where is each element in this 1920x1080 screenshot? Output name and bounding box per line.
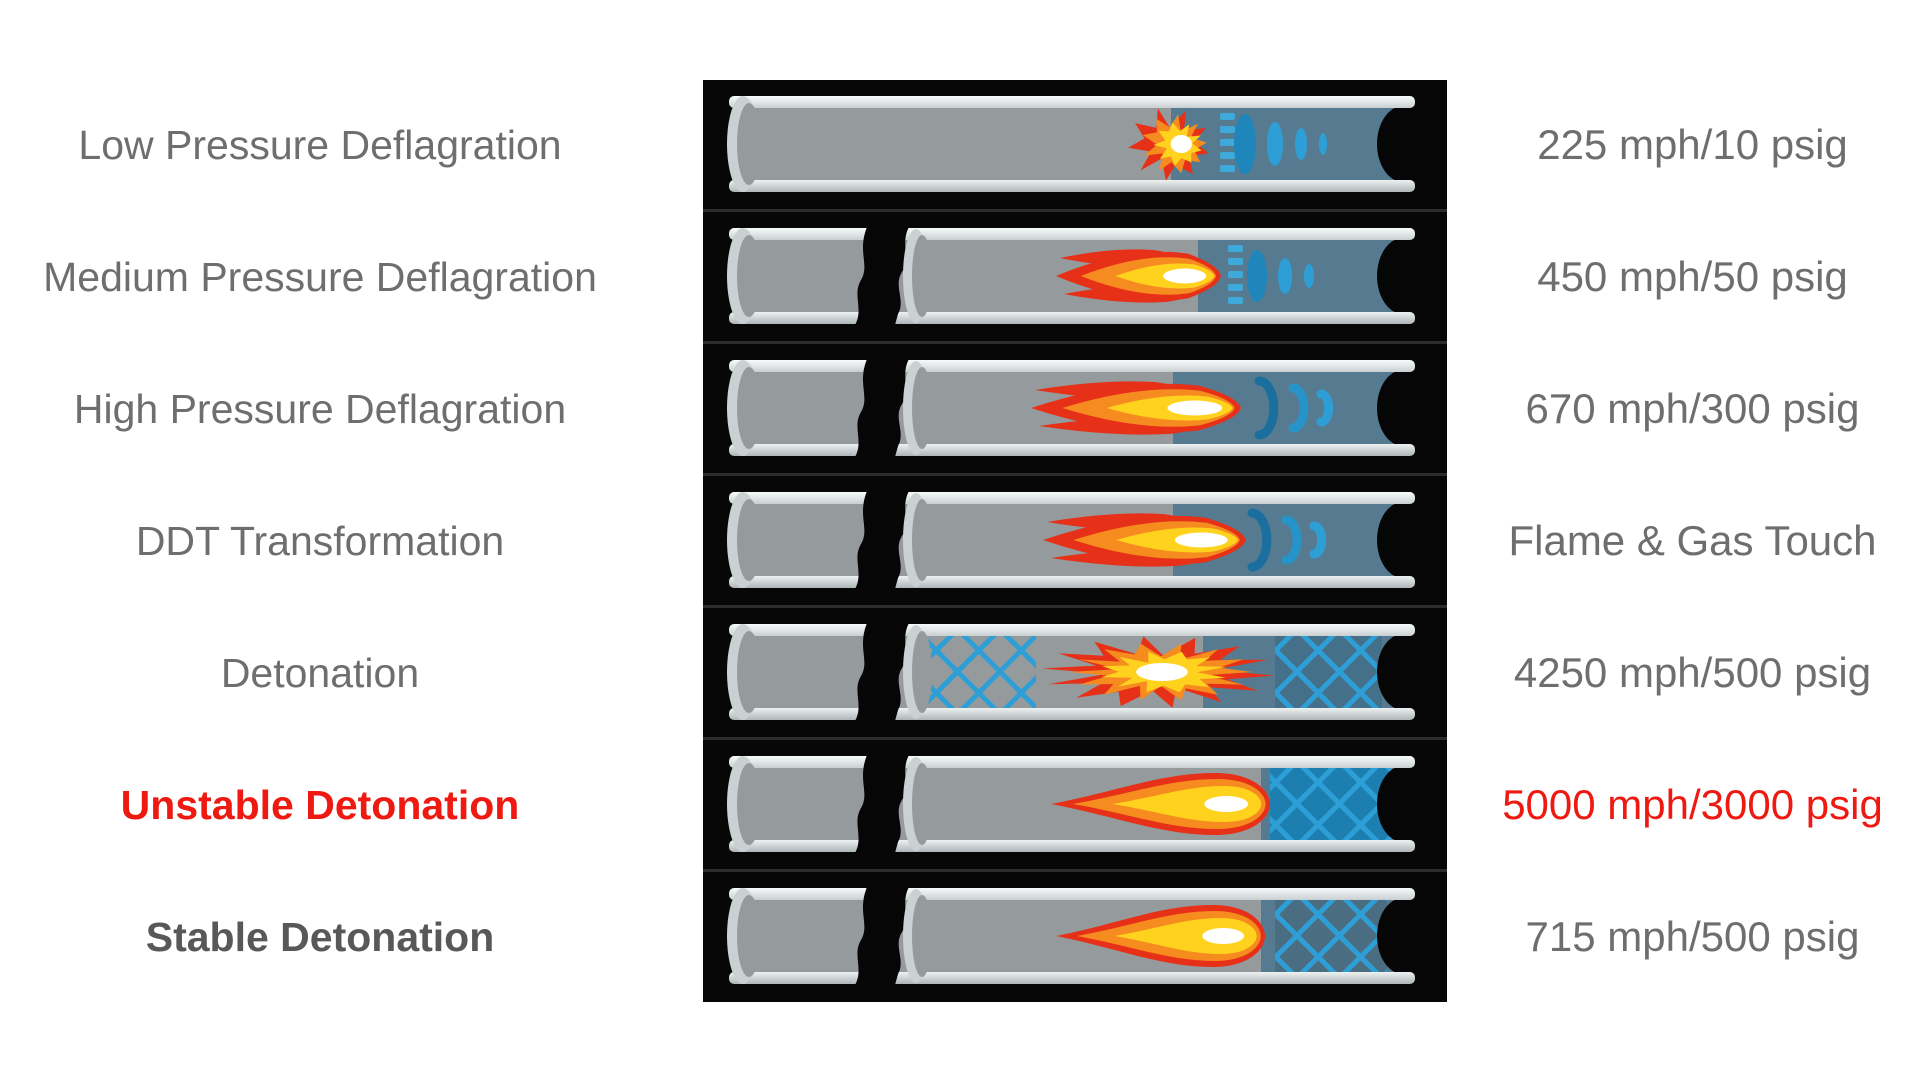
- pipe-top-rim: [729, 756, 1415, 768]
- pressure-front-dashes: [1228, 245, 1243, 304]
- shock-waves: [1254, 376, 1334, 440]
- pipe-end-cap: [727, 96, 761, 192]
- flame-graphic: [1051, 773, 1270, 835]
- pipe-open-end: [1377, 766, 1417, 842]
- pipe-illustration: [727, 623, 1417, 721]
- pipe-top-rim: [729, 888, 1415, 900]
- value-label: 450 mph/50 psig: [1537, 253, 1848, 300]
- stage-label: DDT Transformation: [135, 518, 505, 564]
- pipe-end-cap: [727, 756, 761, 852]
- row-separator: [703, 869, 1447, 872]
- flame-graphic: [1056, 905, 1265, 967]
- flame-graphic: [1031, 381, 1241, 435]
- pipe-open-end: [1377, 898, 1417, 974]
- pipe-illustration: [727, 227, 1417, 325]
- pipe-bottom-rim: [729, 576, 1415, 588]
- pipe-bottom-rim: [729, 840, 1415, 852]
- detonation-cells-pattern: [1275, 900, 1387, 972]
- stage-label: High Pressure Deflagration: [73, 386, 567, 432]
- pipe-end-cap: [727, 492, 761, 588]
- pipe-top-rim: [729, 624, 1415, 636]
- pipe-open-end: [1377, 370, 1417, 446]
- pipe-bottom-rim: [729, 312, 1415, 324]
- stage-label: Stable Detonation: [145, 914, 495, 960]
- value-label: 5000 mph/3000 psig: [1502, 781, 1883, 828]
- pipe-row: [703, 740, 1447, 869]
- pipe-interior-unreacted-gas: [1171, 108, 1403, 180]
- pipe-open-end: [1377, 238, 1417, 314]
- pipe-top-rim: [729, 96, 1415, 108]
- flame-graphic: [1043, 513, 1246, 567]
- value-label: 670 mph/300 psig: [1525, 385, 1860, 432]
- pipe-end-cap: [727, 624, 761, 720]
- flame-graphic: [1056, 249, 1221, 303]
- row-separator: [703, 473, 1447, 476]
- pipe-top-rim: [729, 228, 1415, 240]
- pipe-illustration: [727, 755, 1417, 853]
- value-label: 225 mph/10 psig: [1537, 121, 1848, 168]
- value-label: 4250 mph/500 psig: [1513, 649, 1872, 696]
- pressure-waves: [1247, 250, 1314, 302]
- pipe-break: [855, 227, 932, 325]
- pipe-row: [703, 344, 1447, 473]
- pipe-open-end: [1377, 502, 1417, 578]
- stage-label: Unstable Detonation: [120, 782, 520, 828]
- detonation-cells-pattern: [924, 636, 1036, 708]
- pipe-bottom-rim: [729, 444, 1415, 456]
- value-label: 715 mph/500 psig: [1525, 913, 1860, 960]
- pipe-row: [703, 476, 1447, 605]
- pipe-break: [855, 887, 932, 985]
- detonation-cells-pattern: [1275, 636, 1382, 708]
- pipe-end-cap: [727, 888, 761, 984]
- pressure-front-dashes: [1220, 113, 1235, 172]
- pipe-break: [855, 623, 932, 721]
- pipe-break: [855, 491, 932, 589]
- pipe-illustration: [727, 491, 1417, 589]
- row-separator: [703, 737, 1447, 740]
- pipe-end-cap: [727, 228, 761, 324]
- pipe-end-cap: [727, 360, 761, 456]
- stage-label: Medium Pressure Deflagration: [43, 254, 597, 300]
- stage-label: Low Pressure Deflagration: [78, 122, 562, 168]
- pipe-bottom-rim: [729, 180, 1415, 192]
- pipe-bottom-rim: [729, 708, 1415, 720]
- stage-label: Detonation: [220, 650, 420, 696]
- pipe-top-rim: [729, 360, 1415, 372]
- pipe-row: [703, 872, 1447, 1001]
- pipe-illustration: [727, 887, 1417, 985]
- pipe-illustration: [727, 359, 1417, 457]
- pipe-break: [855, 359, 932, 457]
- pipe-open-end: [1377, 634, 1417, 710]
- pipe-illustration: [727, 96, 1417, 192]
- row-separator: [703, 341, 1447, 344]
- pipe-break: [855, 755, 932, 853]
- flame-graphic: [1041, 636, 1275, 708]
- pipe-open-end: [1377, 106, 1417, 182]
- pipe-diagram-panel: [703, 80, 1447, 1002]
- pipe-top-rim: [729, 492, 1415, 504]
- detonation-cells-pattern: [1270, 768, 1392, 840]
- pipe-row: [703, 608, 1447, 737]
- row-separator: [703, 209, 1447, 212]
- pipe-bottom-rim: [729, 972, 1415, 984]
- flame-graphic: [1128, 108, 1209, 181]
- shock-waves: [1247, 508, 1327, 572]
- pipe-row: [703, 212, 1447, 341]
- value-label: Flame & Gas Touch: [1508, 517, 1877, 564]
- row-separator: [703, 605, 1447, 608]
- pressure-waves: [1234, 114, 1327, 174]
- pipe-row: [703, 80, 1447, 209]
